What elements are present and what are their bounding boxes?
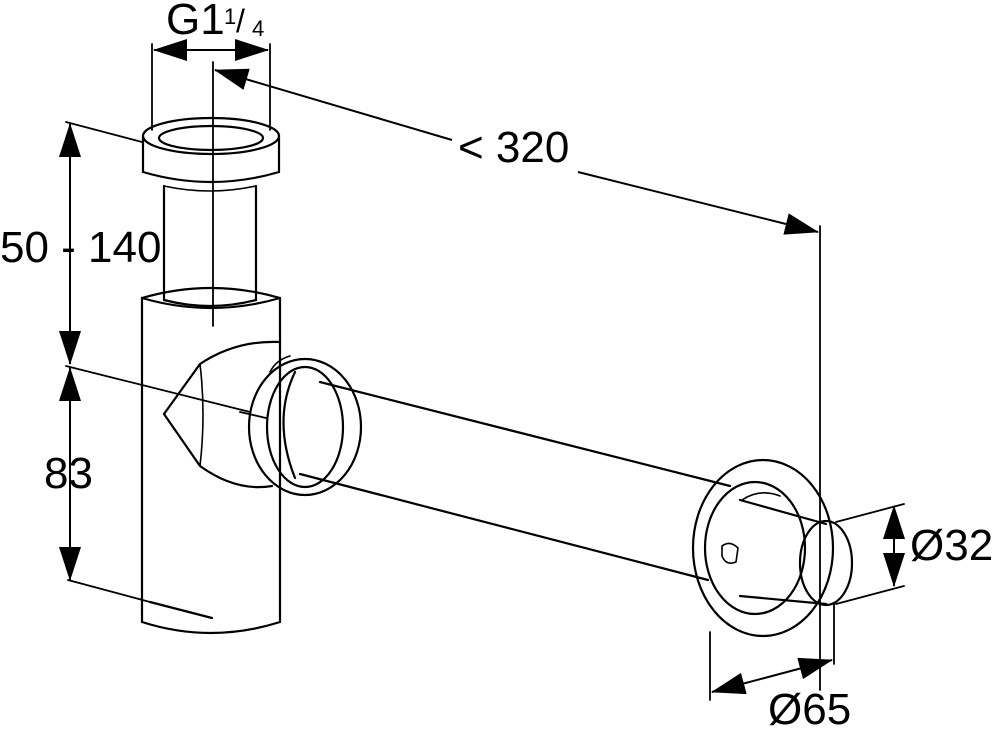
dim-rosette bbox=[711, 657, 833, 695]
dimension-lines bbox=[59, 39, 905, 695]
threaded-nut bbox=[141, 116, 281, 192]
outlet-stub bbox=[721, 498, 854, 607]
label-rosette-diameter: Ø65 bbox=[768, 685, 851, 732]
outlet-pipe bbox=[282, 370, 732, 582]
label-outlet-diameter: Ø32 bbox=[910, 521, 993, 570]
label-height-fixed: 83 bbox=[44, 449, 93, 498]
dim-length-left bbox=[214, 68, 453, 141]
label-height-range: 50 - 140 bbox=[0, 223, 161, 272]
axis-lines bbox=[212, 61, 821, 691]
wall-rosette bbox=[691, 458, 835, 638]
label-thread-prefix: G1 bbox=[166, 0, 225, 44]
outlet-collar bbox=[162, 340, 363, 497]
label-thread-den: 4 bbox=[252, 16, 264, 41]
label-thread-slash: / bbox=[236, 3, 245, 39]
trap-body bbox=[140, 286, 282, 635]
dim-length-right bbox=[577, 171, 819, 235]
extension-lines bbox=[65, 43, 905, 701]
label-thread-num: 1 bbox=[224, 4, 236, 29]
label-length: < 320 bbox=[458, 123, 569, 172]
upper-tube bbox=[162, 184, 258, 308]
